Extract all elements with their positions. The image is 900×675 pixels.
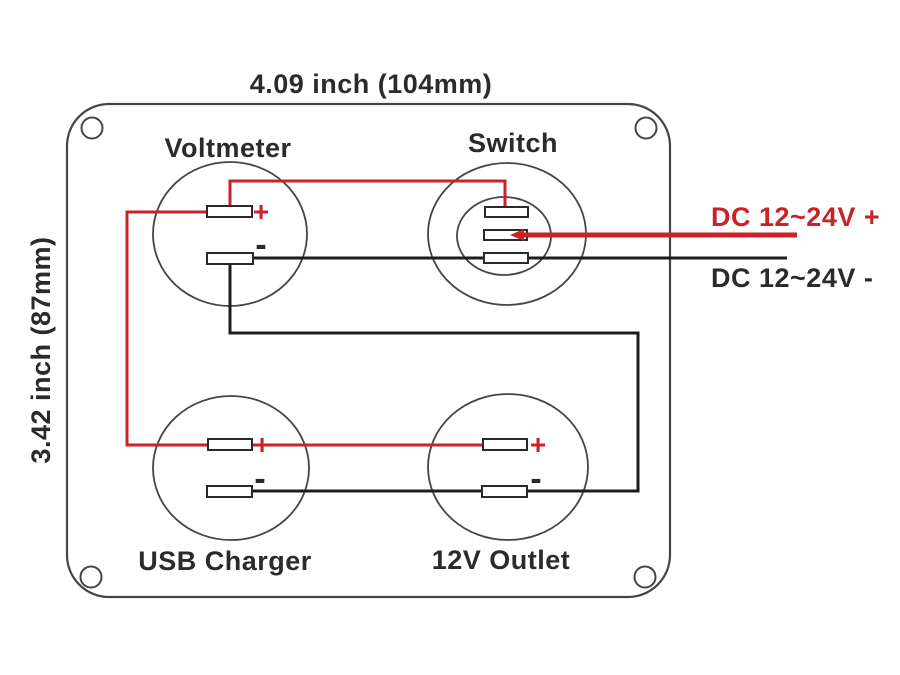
outlet-minus-sign: - (530, 460, 541, 498)
screw-hole-bottom-right-icon (633, 565, 657, 589)
terminal-lugs (206, 205, 529, 498)
screw-hole-bottom-left-icon (79, 565, 103, 589)
voltmeter-plus-terminal (206, 205, 253, 218)
usb-charger-circle (152, 395, 310, 541)
dc-negative-label: DC 12~24V - (711, 263, 873, 293)
panel-outline (65, 102, 672, 599)
panel-width-dimension: 4.09 inch (104mm) (250, 69, 493, 99)
usb-charger-label: USB Charger (138, 546, 312, 576)
outlet-minus-terminal (481, 485, 528, 498)
voltmeter-minus-terminal (206, 252, 254, 265)
dc-positive-label: DC 12~24V + (711, 202, 880, 232)
black-labels: 4.09 inch (104mm) 3.42 inch (87mm) Voltm… (26, 69, 873, 576)
voltmeter-minus-sign: - (255, 226, 266, 264)
outlet-12v-label: 12V Outlet (432, 545, 571, 575)
switch-bottom-terminal (483, 252, 529, 264)
screw-hole-top-right-icon (634, 116, 658, 140)
panel-height-dimension: 3.42 inch (87mm) (26, 236, 56, 463)
usb-minus-sign: - (254, 460, 265, 498)
positive-supply-lead (510, 229, 797, 241)
switch-label: Switch (468, 128, 558, 158)
screw-hole-top-left-icon (80, 116, 104, 140)
component-circles (152, 161, 589, 541)
outlet-plus-terminal (482, 438, 528, 451)
usb-plus-terminal (207, 438, 253, 451)
positive-wire-voltmeter-to-sockets (125, 210, 500, 447)
positive-supply-arrow-icon (510, 229, 524, 241)
screw-holes (79, 116, 658, 589)
outlet-plus-sign: + (530, 429, 546, 460)
usb-plus-sign: + (254, 429, 270, 460)
negative-wire-ground-bus (228, 264, 640, 493)
negative-wires (228, 256, 787, 493)
positive-wire-voltmeter-to-switch (228, 179, 507, 207)
usb-minus-terminal (206, 485, 253, 498)
switch-top-terminal (484, 206, 529, 218)
voltmeter-label: Voltmeter (164, 133, 291, 163)
positive-wires (125, 179, 507, 447)
red-labels: DC 12~24V + + + + (253, 196, 880, 460)
outlet-12v-circle (427, 393, 589, 541)
voltmeter-plus-sign: + (253, 196, 269, 227)
